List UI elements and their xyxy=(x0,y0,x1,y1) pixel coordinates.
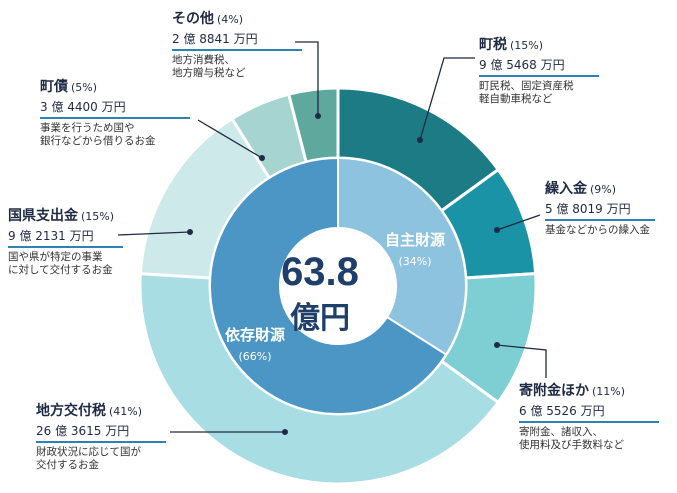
label-amount: 2 億 8841 万円 xyxy=(172,29,302,51)
inner-label-name-1: 依存財源 xyxy=(225,326,285,344)
label-amount: 9 億 5468 万円 xyxy=(479,55,599,77)
label-name: 地方交付税 xyxy=(36,403,106,419)
leader-dot-3 xyxy=(282,429,288,435)
label-amount: 3 億 4400 万円 xyxy=(40,97,190,119)
label-desc: 事業を行うため国や 銀行などから借りるお金 xyxy=(40,122,156,147)
leader-line-5 xyxy=(197,119,263,159)
inner-labels: 自主財源 (34%) 依存財源 (66%) xyxy=(225,231,445,363)
leader-dot-4 xyxy=(187,229,193,235)
label-name: その他 xyxy=(172,11,214,27)
label-amount: 6 億 5526 万円 xyxy=(519,401,659,423)
inner-label-name-0: 自主財源 xyxy=(385,231,445,249)
center-unit: 億円 xyxy=(290,301,350,336)
label-amount: 5 億 8019 万円 xyxy=(545,199,655,221)
leader-line-6 xyxy=(295,41,319,116)
label-name: 町債 xyxy=(40,79,68,95)
label-desc: 地方消費税、 地方贈与税など xyxy=(172,54,246,79)
inner-label-percent-1: (66%) xyxy=(238,350,271,363)
label-desc: 基金などからの繰入金 xyxy=(545,224,650,236)
label-desc: 町民税、固定資産税 軽自動車税など xyxy=(479,80,574,105)
leader-line-0 xyxy=(419,57,475,141)
label-town-tax: 町税(15%) 9 億 5468 万円 町民税、固定資産税 軽自動車税など xyxy=(479,34,599,106)
leader-line-4 xyxy=(117,231,191,236)
label-national-prefectural-subsidies: 国県支出金(15%) 9 億 2131 万円 国や県が特定の事業 に対して交付す… xyxy=(8,205,123,277)
center-hole xyxy=(280,228,396,344)
label-amount: 26 億 3615 万円 xyxy=(36,421,166,443)
label-transfer-in: 繰入金(9%) 5 億 8019 万円 基金などからの繰入金 xyxy=(545,178,655,237)
label-town-bonds: 町債(5%) 3 億 4400 万円 事業を行うため国や 銀行などから借りるお金 xyxy=(40,76,190,148)
center-value: 63.8 xyxy=(281,250,359,294)
leader-dot-2 xyxy=(494,342,500,348)
leader-line-1 xyxy=(496,214,541,231)
label-donations: 寄附金ほか(11%) 6 億 5526 万円 寄附金、諸収入、 使用料及び手数料… xyxy=(519,380,659,452)
label-name: 町税 xyxy=(479,37,507,53)
leader-line-2 xyxy=(496,344,547,378)
label-desc: 寄附金、諸収入、 使用料及び手数料など xyxy=(519,426,624,451)
label-local-allocation-tax: 地方交付税(41%) 26 億 3615 万円 財政状況に応じて国が 交付するお… xyxy=(36,400,166,472)
inner-label-percent-0: (34%) xyxy=(398,255,431,268)
label-name: 国県支出金 xyxy=(8,208,78,224)
leader-dot-6 xyxy=(315,113,321,119)
label-desc: 財政状況に応じて国が 交付するお金 xyxy=(36,446,141,471)
label-name: 繰入金 xyxy=(545,181,587,197)
leader-dot-1 xyxy=(494,227,500,233)
label-amount: 9 億 2131 万円 xyxy=(8,226,123,248)
label-name: 寄附金ほか xyxy=(519,383,589,399)
inner-ring xyxy=(209,156,467,415)
label-other: その他(4%) 2 億 8841 万円 地方消費税、 地方贈与税など xyxy=(172,8,302,80)
leader-dot-5 xyxy=(259,155,265,161)
leader-dot-0 xyxy=(417,137,423,143)
label-desc: 国や県が特定の事業 に対して交付するお金 xyxy=(8,251,113,276)
leader-lines xyxy=(117,41,547,435)
